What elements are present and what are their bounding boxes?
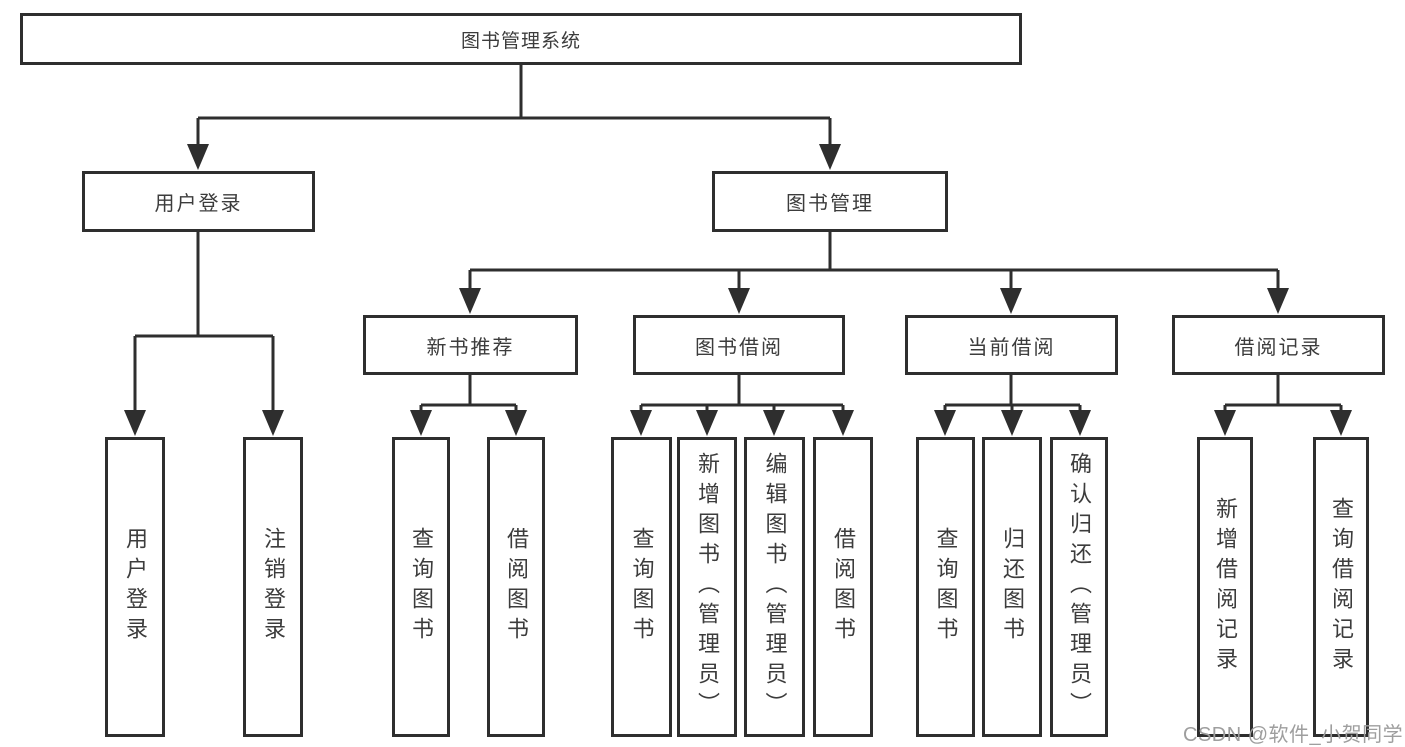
leaf-label: 新增借阅记录	[1213, 497, 1238, 677]
leaf-cb-confirm-return-admin: 确认归还（管理员）	[1050, 437, 1108, 737]
node-current-borrowing: 当前借阅	[905, 315, 1118, 375]
arrowhead	[1001, 410, 1023, 436]
arrowhead	[728, 288, 750, 314]
arrowhead	[1069, 410, 1091, 436]
leaf-nb-borrow-books: 借阅图书	[487, 437, 545, 737]
connector-path	[1223, 375, 1343, 414]
leaf-br-add-record: 新增借阅记录	[1197, 437, 1253, 737]
arrowhead	[819, 144, 841, 170]
connector-path	[196, 65, 832, 148]
arrowhead	[1000, 288, 1022, 314]
node-label: 借阅记录	[1234, 336, 1323, 359]
arrowhead	[459, 288, 481, 314]
node-borrowing-records: 借阅记录	[1172, 315, 1385, 375]
leaf-label: 借阅图书	[831, 527, 856, 647]
leaf-label: 借阅图书	[504, 527, 529, 647]
leaf-label: 查询图书	[933, 527, 959, 647]
node-user-login: 用户登录	[82, 171, 315, 232]
arrowhead	[187, 144, 209, 170]
connector-path	[943, 375, 1082, 414]
leaf-label: 查询图书	[629, 527, 655, 647]
arrowhead	[262, 410, 284, 436]
node-label: 当前借阅	[967, 336, 1056, 359]
leaf-bb-add-books-admin: 新增图书（管理员）	[677, 437, 737, 737]
leaf-label: 归还图书	[1000, 527, 1025, 647]
arrowhead	[505, 410, 527, 436]
node-book-borrowing: 图书借阅	[633, 315, 845, 375]
arrowhead	[1267, 288, 1289, 314]
leaf-br-query-record: 查询借阅记录	[1313, 437, 1369, 737]
connector-path	[133, 232, 275, 414]
leaf-nb-query-books: 查询图书	[392, 437, 450, 737]
arrowhead	[1214, 410, 1236, 436]
connector-path	[419, 375, 518, 414]
csdn-watermark: CSDN @软件_小贺同学	[1183, 724, 1404, 746]
arrowhead	[763, 410, 785, 436]
arrowhead	[124, 410, 146, 436]
arrowhead	[410, 410, 432, 436]
leaf-bb-borrow-books: 借阅图书	[813, 437, 873, 737]
leaf-user-login: 用户登录	[105, 437, 165, 737]
arrowhead	[1330, 410, 1352, 436]
leaf-label: 编辑图书（管理员）	[762, 452, 788, 722]
connector-path	[468, 232, 1280, 292]
leaf-cb-return-books: 归还图书	[982, 437, 1042, 737]
leaf-label: 查询图书	[409, 527, 434, 647]
leaf-logout: 注销登录	[243, 437, 303, 737]
connector-path	[639, 375, 845, 414]
arrowhead	[696, 410, 718, 436]
leaf-label: 新增图书（管理员）	[695, 452, 720, 722]
leaf-label: 确认归还（管理员）	[1067, 452, 1092, 722]
node-book-management: 图书管理	[712, 171, 948, 232]
arrowhead	[630, 410, 652, 436]
arrowhead	[832, 410, 854, 436]
node-label: 用户登录	[154, 193, 243, 215]
node-label: 图书借阅	[695, 336, 783, 359]
leaf-label: 查询借阅记录	[1329, 497, 1354, 677]
leaf-cb-query-books: 查询图书	[916, 437, 975, 737]
node-library-system: 图书管理系统	[20, 13, 1022, 65]
leaf-label: 注销登录	[261, 527, 286, 647]
node-label: 图书管理	[786, 193, 874, 215]
node-label: 图书管理系统	[460, 30, 581, 52]
node-new-book-recommend: 新书推荐	[363, 315, 578, 375]
leaf-bb-edit-books-admin: 编辑图书（管理员）	[744, 437, 805, 737]
leaf-bb-query-books: 查询图书	[611, 437, 672, 737]
node-label: 新书推荐	[426, 336, 515, 359]
leaf-label: 用户登录	[123, 527, 148, 647]
arrowhead	[934, 410, 956, 436]
